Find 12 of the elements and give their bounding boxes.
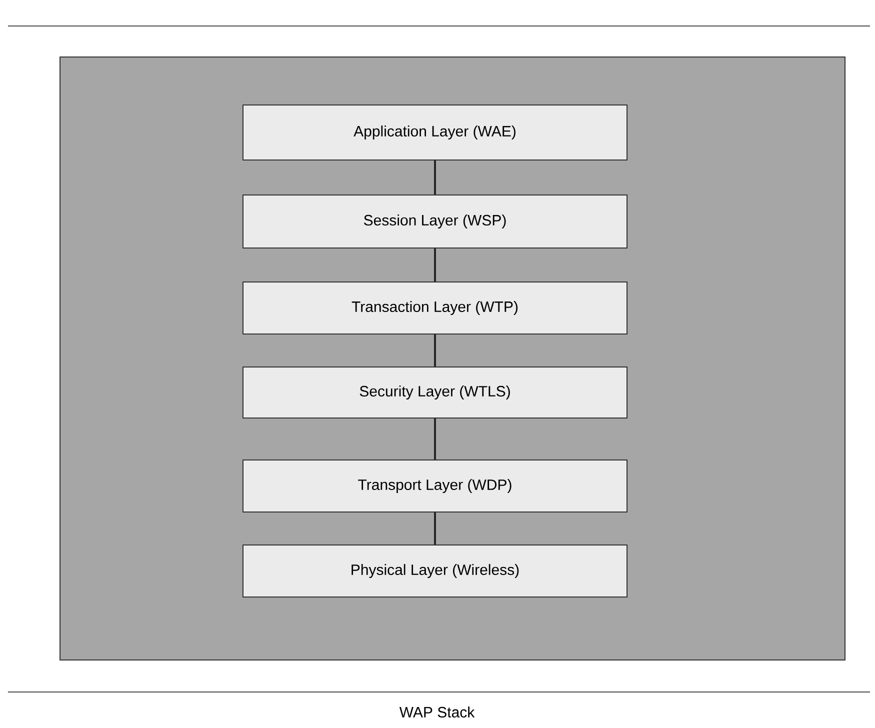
layer-box: Transaction Layer (WTP)	[242, 282, 628, 334]
connector-line	[434, 160, 436, 194]
caption: WAP Stack	[399, 706, 475, 718]
layer-box: Security Layer (WTLS)	[242, 366, 628, 418]
layer-box: Session Layer (WSP)	[242, 194, 628, 248]
connector-line	[434, 334, 436, 366]
layer-box: Application Layer (WAE)	[242, 104, 628, 160]
connector-line	[434, 418, 436, 460]
connector-line	[434, 248, 436, 282]
layer-box: Physical Layer (Wireless)	[242, 544, 628, 598]
connector-line	[434, 512, 436, 544]
layer-box: Transport Layer (WDP)	[242, 460, 628, 512]
